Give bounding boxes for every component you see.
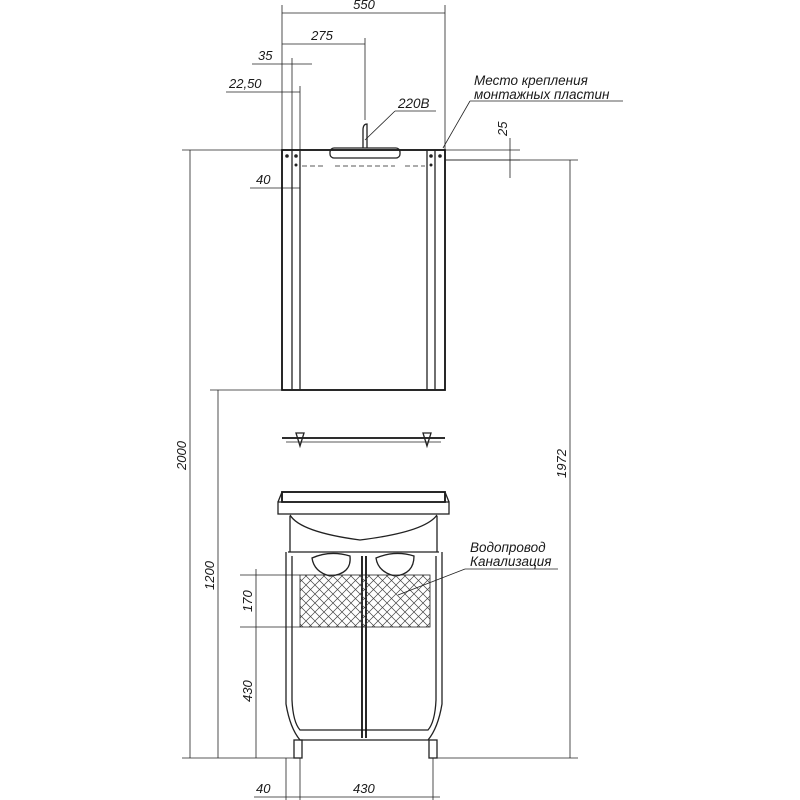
dim-1972-text: 1972 xyxy=(554,448,569,478)
sewer-label: Канализация xyxy=(470,554,551,569)
dim-bottom: 40 430 xyxy=(254,758,440,800)
dim-170: 170 xyxy=(240,569,300,758)
leg-left xyxy=(293,739,303,759)
dim-40-bottom-text: 40 xyxy=(256,781,271,796)
mount-hole-left xyxy=(285,154,289,158)
dim-170-text: 170 xyxy=(240,590,255,612)
dim-430-bottom-text: 430 xyxy=(353,781,375,796)
mount-hole-right xyxy=(438,154,442,158)
vanity-unit xyxy=(277,491,450,759)
dim-2000: 2000 xyxy=(174,149,300,759)
pipe-zone-hatch xyxy=(299,574,431,628)
dim-25: 25 xyxy=(445,121,520,178)
leg-right xyxy=(428,739,438,759)
mount-label-line2: монтажных пластин xyxy=(474,87,610,102)
dim-25-text: 25 xyxy=(495,121,510,137)
dim-550: 550 xyxy=(281,0,446,150)
dim-1200-text: 1200 xyxy=(202,560,217,590)
pipes-callout: Водопровод Канализация xyxy=(397,540,558,596)
power-label: 220В xyxy=(397,96,430,111)
mirror-cabinet xyxy=(281,147,446,391)
dim-275-text: 275 xyxy=(310,28,333,43)
dim-275: 275 xyxy=(282,28,366,120)
dim-2000-text: 2000 xyxy=(174,440,189,471)
siphon-right xyxy=(375,552,415,577)
dim-1972: 1972 xyxy=(437,159,578,759)
dim-430-vertical: 430 xyxy=(240,680,255,702)
dim-1200: 1200 xyxy=(202,389,282,758)
dim-22-50-text: 22,50 xyxy=(228,76,262,91)
cabinet-light xyxy=(329,147,401,159)
dim-550-text: 550 xyxy=(353,0,375,12)
sink-bowl xyxy=(289,514,438,541)
dim-430-vertical-text: 430 xyxy=(240,680,255,702)
water-label: Водопровод xyxy=(470,540,546,555)
dim-40-top-text: 40 xyxy=(256,172,271,187)
sink-top xyxy=(281,491,446,503)
dim-35: 35 xyxy=(252,48,312,150)
dim-35-text: 35 xyxy=(258,48,273,63)
mount-plate-callout: Место крепления монтажных пластин xyxy=(442,73,623,149)
mount-label-line1: Место крепления xyxy=(474,73,588,88)
power-cable-icon: 220В xyxy=(362,96,436,148)
siphon-left xyxy=(311,552,351,577)
glass-shelf xyxy=(282,432,445,449)
